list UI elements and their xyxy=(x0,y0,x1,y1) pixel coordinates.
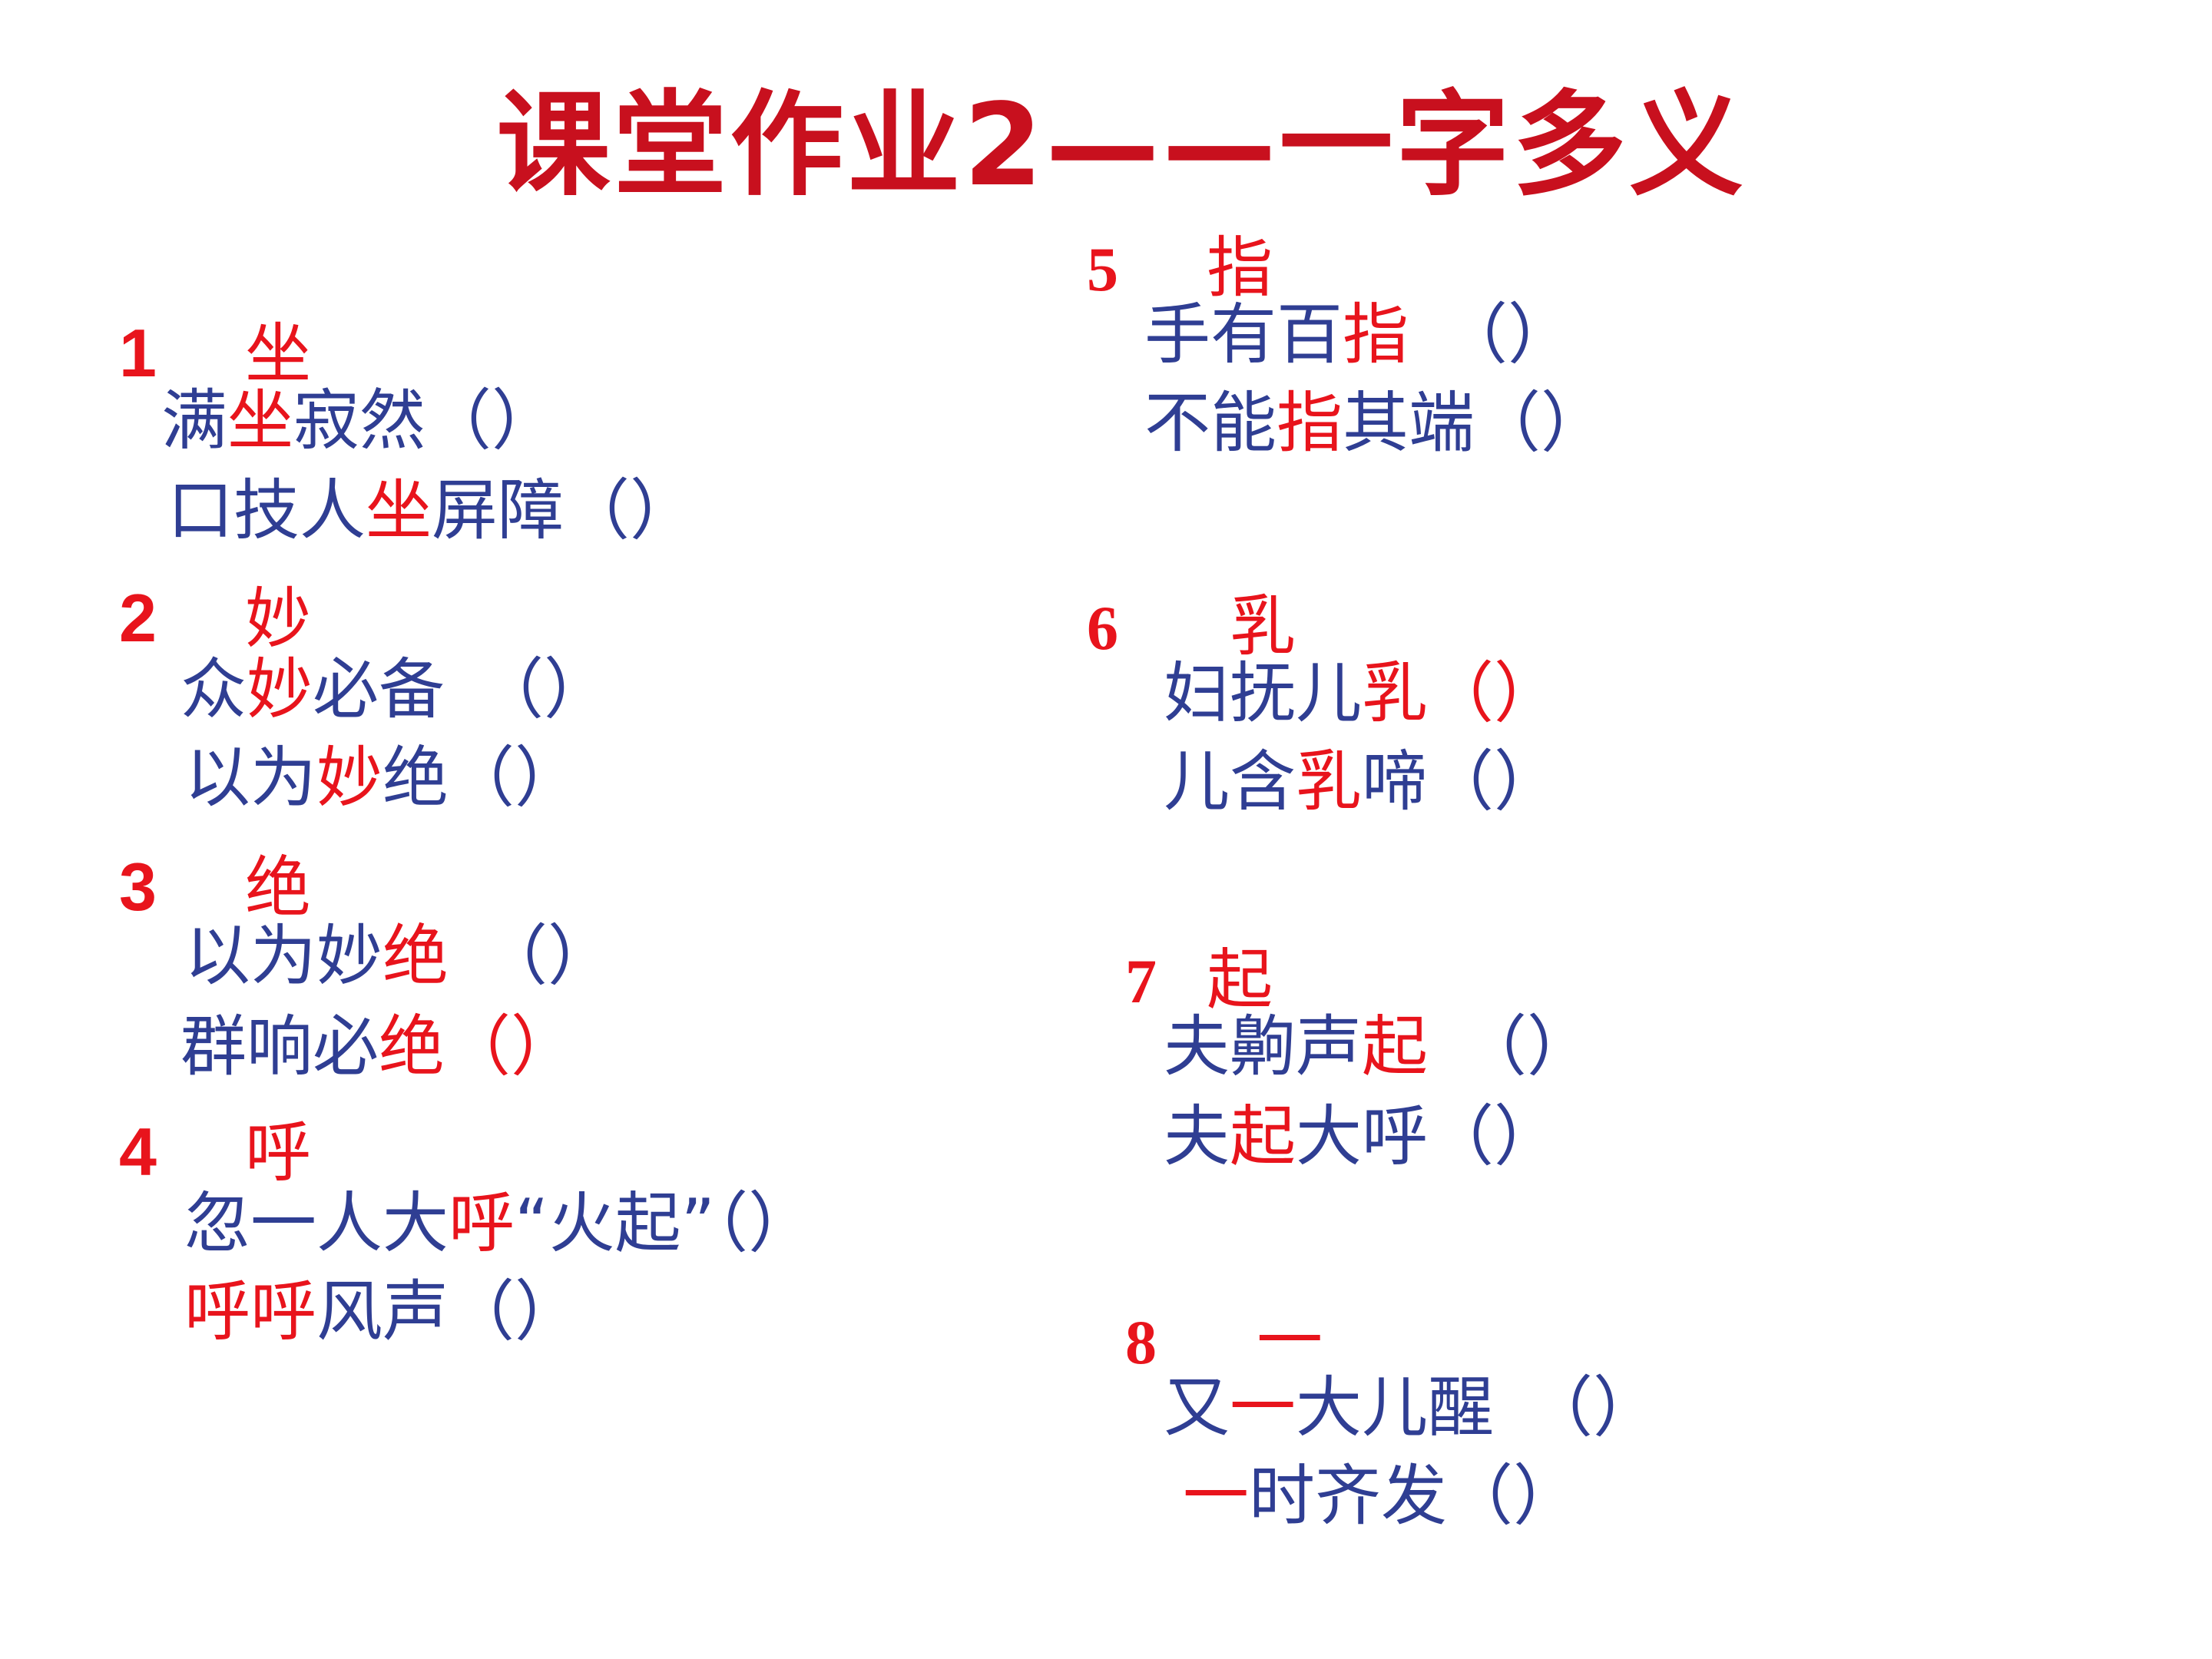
example-text: （） xyxy=(1428,1008,1593,1085)
example-text: 必备 （） xyxy=(313,651,610,728)
example-text: 屏障（） xyxy=(432,472,696,549)
group-4-heading: 4 呼 xyxy=(119,1098,311,1194)
group-number: 5 xyxy=(1087,234,1118,304)
highlighted-text: 起 xyxy=(1230,1098,1296,1175)
group-7-heading: 7 起 xyxy=(1125,926,1273,1022)
group-target-char: 指 xyxy=(1207,230,1273,306)
example-text: 时齐发（） xyxy=(1249,1458,1579,1535)
group-target-char: 一 xyxy=(1257,1303,1323,1379)
group-target-char: 起 xyxy=(1207,942,1273,1018)
group-number: 2 xyxy=(119,580,157,656)
example-text: 其端（） xyxy=(1343,385,1607,462)
example-text: 寂然（） xyxy=(293,382,558,459)
group-2-line-1: 众妙必备 （） xyxy=(180,657,610,723)
example-text: （） xyxy=(449,918,614,995)
page-title: 课堂作业2——一字多义 xyxy=(496,79,1747,211)
example-text: 儿含 xyxy=(1164,743,1296,820)
group-number: 3 xyxy=(119,849,157,925)
group-6-line-2: 儿含乳啼（） xyxy=(1164,749,1560,815)
highlighted-text: 妙 xyxy=(247,651,313,728)
group-number: 7 xyxy=(1125,946,1157,1016)
example-text: 啼（） xyxy=(1362,743,1560,820)
highlighted-text: 妙 xyxy=(316,740,382,816)
highlighted-text: 绝 xyxy=(382,918,449,995)
group-target-char: 绝 xyxy=(245,849,312,926)
group-number: 6 xyxy=(1087,593,1118,663)
group-8-line-2: 一时齐发（） xyxy=(1183,1463,1579,1529)
highlighted-text: 指 xyxy=(1277,385,1343,462)
example-text: 群响必 xyxy=(180,1008,379,1085)
highlighted-text: 呼呼 xyxy=(184,1273,316,1350)
example-text: 绝（） xyxy=(382,740,581,816)
highlighted-text: 一 xyxy=(1230,1369,1296,1446)
example-text: （） xyxy=(1409,296,1574,373)
highlighted-text: 坐 xyxy=(366,472,432,549)
group-number: 4 xyxy=(119,1114,157,1190)
group-5-line-1: 手有百指 （） xyxy=(1144,302,1574,368)
example-text: 众 xyxy=(180,651,247,728)
highlighted-text: 绝（） xyxy=(379,1008,577,1085)
example-text: 又 xyxy=(1164,1369,1230,1446)
group-2-heading: 2 妙 xyxy=(119,565,311,661)
example-text: 不能 xyxy=(1144,385,1277,462)
group-6-heading: 6 乳 xyxy=(1087,572,1296,668)
example-text: 风声（） xyxy=(316,1273,581,1350)
example-text: 夫 xyxy=(1164,1098,1230,1175)
example-text: 妇抚儿 xyxy=(1164,655,1362,732)
group-6-line-1: 妇抚儿乳（） xyxy=(1164,661,1560,727)
group-1-heading: 1 坐 xyxy=(119,300,311,396)
group-8-heading: 8 一 xyxy=(1125,1286,1323,1382)
highlighted-text: 坐 xyxy=(227,382,293,459)
group-7-line-1: 夫齁声起 （） xyxy=(1164,1014,1593,1080)
group-2-line-2: 以为妙绝（） xyxy=(184,745,581,811)
highlighted-text: 乳（） xyxy=(1362,655,1560,732)
highlighted-text: 指 xyxy=(1343,296,1409,373)
example-text: “火起”（） xyxy=(515,1185,815,1262)
example-text: 大儿醒 （） xyxy=(1296,1369,1659,1446)
highlighted-text: 呼 xyxy=(449,1185,515,1262)
group-target-char: 妙 xyxy=(245,581,312,657)
group-5-heading: 5 指 xyxy=(1087,214,1273,310)
group-number: 8 xyxy=(1125,1307,1157,1377)
example-text: 忽一人大 xyxy=(184,1185,449,1262)
group-7-line-2: 夫起大呼（） xyxy=(1164,1104,1560,1170)
group-3-line-2: 群响必绝（） xyxy=(180,1014,577,1080)
group-3-heading: 3 绝 xyxy=(119,833,311,929)
example-text: 手有百 xyxy=(1144,296,1343,373)
group-4-line-2: 呼呼风声（） xyxy=(184,1279,581,1345)
group-number: 1 xyxy=(119,315,157,391)
group-5-line-2: 不能指其端（） xyxy=(1144,390,1607,456)
group-target-char: 呼 xyxy=(245,1114,312,1191)
example-text: 以为妙 xyxy=(184,918,382,995)
group-1-line-1: 满坐寂然（） xyxy=(161,388,558,454)
highlighted-text: 起 xyxy=(1362,1008,1428,1085)
highlighted-text: 乳 xyxy=(1296,743,1362,820)
example-text: 满 xyxy=(161,382,227,459)
group-4-line-1: 忽一人大呼“火起”（） xyxy=(184,1190,814,1257)
example-text: 口技人 xyxy=(167,472,366,549)
example-text: 大呼（） xyxy=(1296,1098,1560,1175)
example-text: 以为 xyxy=(184,740,316,816)
highlighted-text: 一 xyxy=(1183,1458,1249,1535)
group-8-line-1: 又一大儿醒 （） xyxy=(1164,1375,1659,1441)
example-text: 夫齁声 xyxy=(1164,1008,1362,1085)
group-target-char: 坐 xyxy=(245,316,312,392)
group-target-char: 乳 xyxy=(1230,588,1296,665)
group-3-line-1: 以为妙绝 （） xyxy=(184,923,614,989)
group-1-line-2: 口技人坐屏障（） xyxy=(167,478,696,544)
